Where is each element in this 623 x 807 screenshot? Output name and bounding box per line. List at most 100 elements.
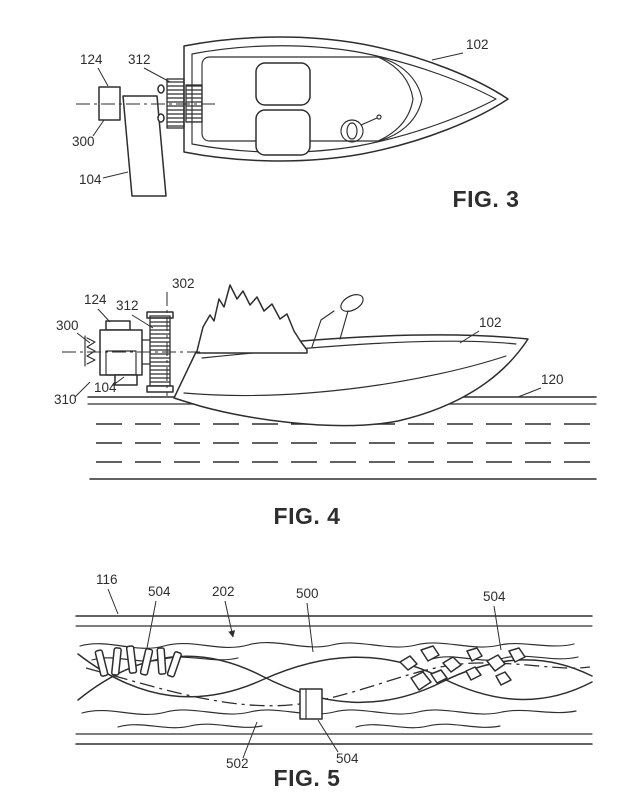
- ref-label-124: 124: [80, 52, 103, 67]
- fig3-reference-labels: 124 312 300 104 102: [72, 37, 489, 187]
- log-debris: [125, 645, 138, 674]
- ref-label-502: 502: [226, 756, 249, 771]
- rock-debris: [486, 654, 506, 672]
- ref-label-504: 504: [336, 751, 359, 766]
- fig5-debris-left: [94, 645, 182, 678]
- ref-label-300: 300: [72, 134, 95, 149]
- figure-5: 116 504 202 500 504 502 504 FIG. 5: [75, 572, 593, 791]
- fig4-motor-assembly: [62, 292, 200, 396]
- fig3-hull-outline: [183, 36, 509, 162]
- fig3-steering-wheel-hub: [346, 122, 358, 140]
- ref-label-300: 300: [56, 318, 79, 333]
- fig4-boat-side-view: [173, 284, 529, 427]
- fig3-bolt: [157, 84, 165, 94]
- fig4-steering-wheel: [340, 294, 364, 312]
- ref-label-504: 504: [148, 584, 171, 599]
- ref-label-312: 312: [128, 52, 151, 67]
- fig4-flange-cap: [146, 385, 174, 393]
- fig5-debris-right: [399, 645, 526, 691]
- fig3-throttle-lever: [360, 117, 378, 126]
- leader-504-right: [493, 605, 502, 651]
- ref-label-102: 102: [466, 37, 489, 52]
- fig4-steering-post: [339, 310, 349, 340]
- leader-102: [431, 52, 464, 61]
- leader-504-center: [317, 719, 339, 753]
- leader-310: [74, 381, 91, 398]
- fig5-reference-labels: 116 504 202 500 504 502 504: [96, 572, 506, 771]
- fig4-console: [311, 310, 335, 348]
- fig3-windshield-arc: [377, 56, 414, 142]
- leader-104: [102, 171, 129, 179]
- leader-504-left: [146, 600, 157, 649]
- fig4-chine-line: [183, 355, 507, 397]
- rock-debris: [465, 666, 482, 681]
- sinuous-current-line: [77, 655, 593, 704]
- ripple-line: [355, 723, 501, 729]
- log-debris: [139, 648, 154, 676]
- leader-502: [242, 721, 258, 759]
- ref-label-124: 124: [84, 292, 107, 307]
- leader-300: [76, 332, 91, 344]
- leader-116: [107, 588, 119, 615]
- rock-debris: [442, 656, 462, 673]
- fig4-bow-cover-jagged-edge: [196, 284, 308, 354]
- rock-debris: [466, 647, 483, 662]
- rock-debris: [508, 647, 526, 663]
- fig5-channel-banks: [75, 615, 593, 745]
- ref-label-202: 202: [212, 584, 235, 599]
- leader-102: [459, 330, 480, 344]
- fig3-motor-assembly: [76, 78, 218, 197]
- rock-debris: [410, 671, 432, 691]
- ref-label-104: 104: [79, 172, 102, 187]
- leader-124: [97, 67, 109, 87]
- ref-label-312: 312: [116, 298, 139, 313]
- planned-route-dashdot: [85, 662, 591, 707]
- leader-300: [92, 119, 105, 137]
- leader-202: [224, 600, 236, 638]
- ref-label-116: 116: [96, 572, 118, 587]
- ref-label-302: 302: [172, 276, 195, 291]
- fig3-boat-top-view: [183, 36, 509, 162]
- fig3-caption: FIG. 3: [453, 186, 520, 212]
- rock-debris: [399, 655, 418, 671]
- fig3-motor-shaft: [122, 95, 167, 197]
- fig4-caption: FIG. 4: [274, 503, 341, 529]
- ref-label-310: 310: [54, 392, 77, 407]
- fig4-spring: [86, 337, 96, 365]
- fig5-center-obstacle: [299, 688, 323, 720]
- leader-312: [131, 314, 154, 329]
- fig5-water-ripples: [79, 642, 579, 729]
- ripple-line: [117, 723, 263, 729]
- ref-label-104: 104: [94, 380, 117, 395]
- fig4-motor-tab: [114, 374, 138, 386]
- fig3-seat: [255, 62, 311, 106]
- ref-label-504: 504: [483, 589, 506, 604]
- fig3-seat: [255, 109, 311, 156]
- leader-120: [517, 387, 542, 398]
- fig4-reference-labels: 302 124 312 300 104 310 102 120: [54, 276, 564, 407]
- ripple-line: [81, 709, 577, 715]
- fig3-throttle-knob: [376, 114, 382, 120]
- leader-312: [143, 67, 171, 83]
- log-debris: [156, 647, 167, 675]
- ref-label-102: 102: [479, 315, 502, 330]
- ref-label-120: 120: [541, 372, 564, 387]
- rock-debris: [495, 671, 512, 686]
- leader-500: [306, 602, 314, 653]
- log-debris: [94, 649, 109, 677]
- fig4-motor-cap: [105, 320, 131, 331]
- fig5-caption: FIG. 5: [274, 765, 341, 791]
- fig3-bolt: [157, 113, 165, 123]
- log-debris: [166, 651, 182, 678]
- ref-label-500: 500: [296, 586, 319, 601]
- rock-debris: [420, 645, 440, 662]
- log-debris: [111, 647, 122, 676]
- sinuous-current-line: [77, 653, 593, 701]
- leader-124: [97, 308, 111, 323]
- rock-debris: [430, 669, 448, 684]
- leader-104: [111, 376, 125, 387]
- figure-3: 124 312 300 104 102 FIG. 3: [72, 36, 520, 212]
- fig3-steering-wheel: [340, 119, 364, 143]
